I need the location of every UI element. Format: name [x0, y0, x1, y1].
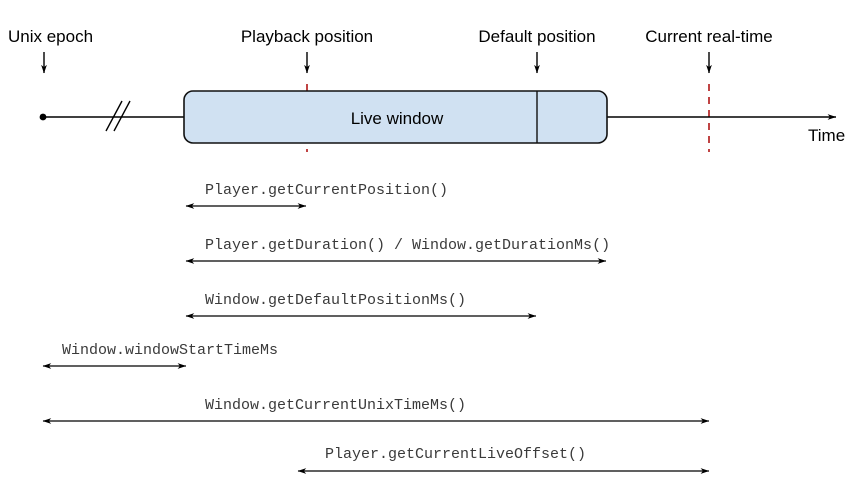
live-window-box: Live window — [183, 90, 608, 144]
live-window-rect — [183, 90, 608, 144]
measurement-label-window-get-default-position-ms: Window.getDefaultPositionMs() — [205, 292, 466, 309]
measurement-player-get-current-position: Player.getCurrentPosition() — [185, 182, 448, 209]
marker-label-playback-position: Playback position — [241, 27, 373, 46]
live-window-label: Live window — [351, 109, 444, 128]
measurement-label-player-get-current-live-offset: Player.getCurrentLiveOffset() — [325, 446, 586, 463]
measurement-window-get-default-position-ms: Window.getDefaultPositionMs() — [185, 292, 537, 319]
marker-default-position: Default position — [478, 27, 596, 74]
time-axis: Time — [39, 100, 845, 145]
measurement-player-get-current-live-offset: Player.getCurrentLiveOffset() — [297, 446, 710, 474]
marker-label-current-real-time: Current real-time — [645, 27, 773, 46]
measurement-window-get-current-unix-time-ms: Window.getCurrentUnixTimeMs() — [42, 397, 710, 424]
measurement-label-player-get-duration: Player.getDuration() / Window.getDuratio… — [205, 237, 610, 254]
marker-label-unix-epoch: Unix epoch — [8, 27, 93, 46]
marker-unix-epoch: Unix epoch — [8, 27, 93, 74]
measurement-label-window-get-current-unix-time-ms: Window.getCurrentUnixTimeMs() — [205, 397, 466, 414]
time-axis-label: Time — [808, 126, 845, 145]
measurement-label-player-get-current-position: Player.getCurrentPosition() — [205, 182, 448, 199]
measurement-player-get-duration: Player.getDuration() / Window.getDuratio… — [185, 237, 610, 264]
marker-current-real-time: Current real-time — [645, 27, 773, 152]
measurement-window-window-start-time-ms: Window.windowStartTimeMs — [42, 342, 278, 369]
measurement-label-window-window-start-time-ms: Window.windowStartTimeMs — [62, 342, 278, 359]
axis-break-icon — [105, 100, 131, 132]
marker-label-default-position: Default position — [478, 27, 595, 46]
